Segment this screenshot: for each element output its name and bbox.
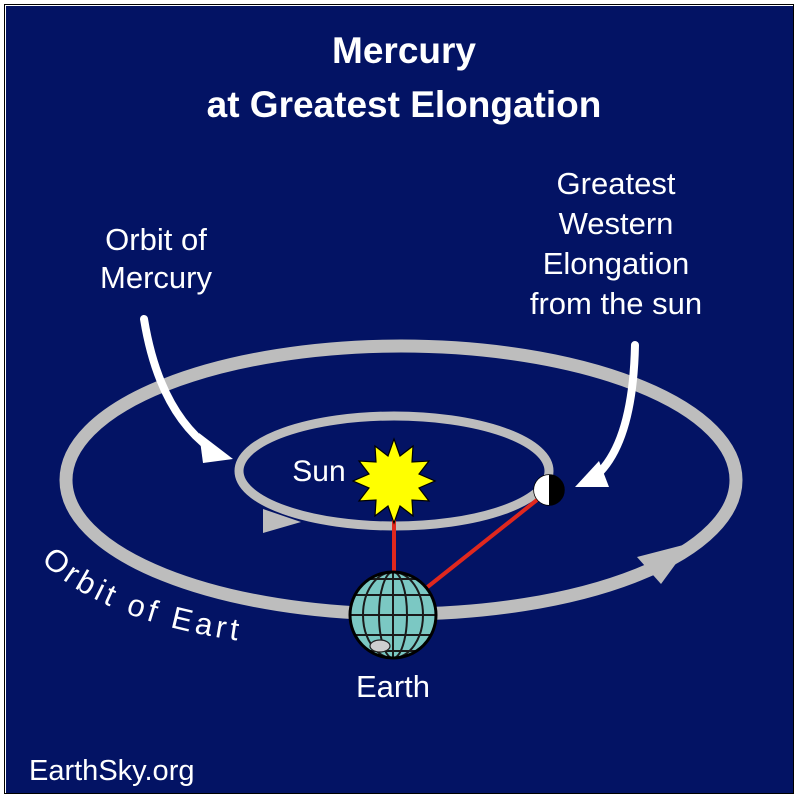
credit-label: EarthSky.org xyxy=(29,755,194,787)
mercury-orbit-label-line-2: Mercury xyxy=(100,260,212,295)
diagram-canvas: Mercury at Greatest Elongation Orbit of … xyxy=(4,4,794,794)
elongation-label-line-3: Elongation xyxy=(543,246,690,281)
earth-orbit-arrow-icon xyxy=(637,543,691,584)
mercury-orbit-pointer-arrow xyxy=(140,315,215,453)
elongation-label-line-4: from the sun xyxy=(530,286,702,321)
title-line-2: at Greatest Elongation xyxy=(207,84,602,125)
sun-label: Sun xyxy=(292,455,345,488)
sun-icon xyxy=(351,437,437,525)
title-line-1: Mercury xyxy=(332,30,476,71)
elongation-label-line-2: Western xyxy=(559,206,674,241)
mercury-phase-icon xyxy=(533,474,565,506)
earth-mercury-sight-line xyxy=(423,490,549,591)
elongation-pointer-arrowhead-icon xyxy=(575,461,609,487)
earth-label: Earth xyxy=(356,669,430,704)
earth-globe-icon xyxy=(348,570,438,660)
mercury-orbit-pointer-arrowhead-icon xyxy=(199,433,233,463)
elongation-label-line-1: Greatest xyxy=(557,166,676,201)
mercury-orbit-label-line-1: Orbit of xyxy=(105,222,207,257)
elongation-pointer-arrow xyxy=(593,341,639,479)
mercury-orbit-arrow-icon xyxy=(263,509,301,533)
